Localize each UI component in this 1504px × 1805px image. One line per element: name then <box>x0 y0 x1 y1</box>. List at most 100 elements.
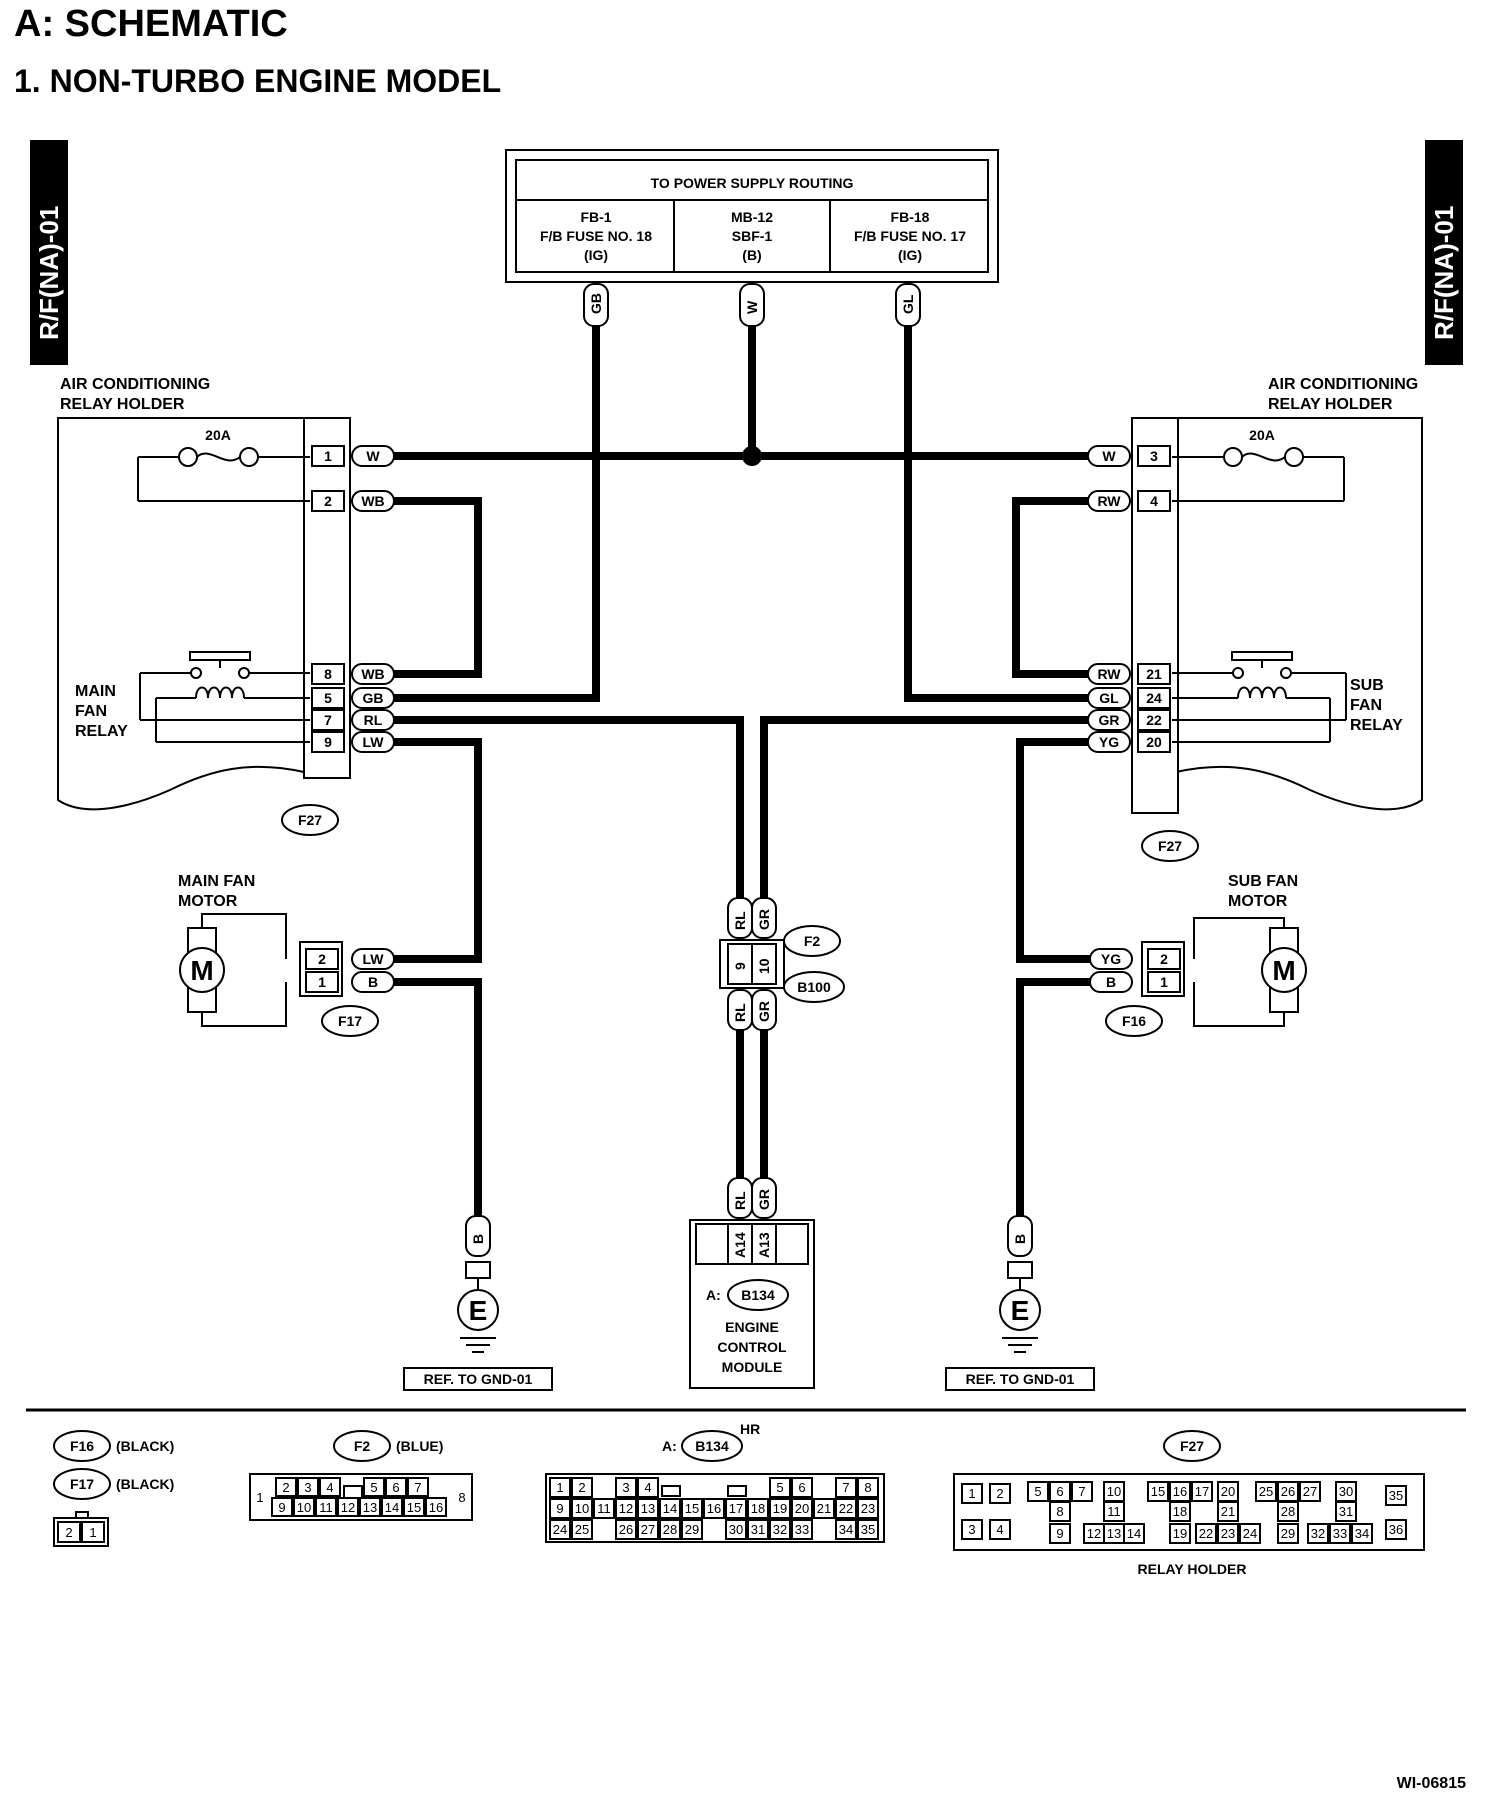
sub-motor-title1: SUB FAN <box>1228 873 1298 890</box>
legend-f27-cell: 33 <box>1333 1526 1347 1541</box>
legend-f27-cell: 32 <box>1311 1526 1325 1541</box>
sub-motor-pin: 2 <box>1160 951 1168 967</box>
wire-label-gb: GB <box>588 293 604 314</box>
legend-b134-cell: 21 <box>817 1501 831 1516</box>
legend-f27-cell: 12 <box>1087 1526 1101 1541</box>
left-holder-pin: 1 <box>324 448 332 464</box>
legend-f16-name: F16 <box>70 1438 94 1454</box>
legend-f2-color: (BLUE) <box>396 1438 443 1454</box>
ecm-pin-a13: A13 <box>756 1232 772 1258</box>
main-fan-motor: MAIN FAN MOTOR M F17 <box>178 873 379 1037</box>
legend-b134-cell: 20 <box>795 1501 809 1516</box>
ground-right-symbol: E <box>1011 1295 1030 1326</box>
legend-b134-cell: 17 <box>729 1501 743 1516</box>
legend-f27-cell: 27 <box>1303 1484 1317 1499</box>
right-holder-wire-label: W <box>1102 448 1116 464</box>
legend-f2-cell: 2 <box>282 1480 289 1495</box>
left-holder-wire-label: LW <box>363 734 385 750</box>
sub-relay-l2: FAN <box>1350 697 1382 714</box>
legend-f2-cell: 15 <box>407 1500 421 1515</box>
left-holder-pin: 7 <box>324 712 332 728</box>
legend-f27-cell: 29 <box>1281 1526 1295 1541</box>
side-tag-left: R/F(NA)-01 <box>30 140 68 365</box>
legend-b134-cell: 1 <box>556 1480 563 1495</box>
legend-b134-cell: 35 <box>861 1522 875 1537</box>
ground-left-symbol: E <box>469 1295 488 1326</box>
power-col2-l3: (B) <box>742 247 761 263</box>
center-lower-rl: RL <box>732 1003 748 1022</box>
main-motor-symbol: M <box>190 955 213 986</box>
legend-b134-cell: 5 <box>776 1480 783 1495</box>
sub-fan-motor: SUB FAN MOTOR M F16 <box>1105 873 1307 1037</box>
legend-f27-cell: 21 <box>1221 1504 1235 1519</box>
legend-f27-cell: 16 <box>1173 1484 1187 1499</box>
legend-b134-cell: 4 <box>644 1480 651 1495</box>
legend-f27-cell: 7 <box>1078 1484 1085 1499</box>
left-holder-wire-label: WB <box>361 666 384 682</box>
legend-b134-cell: 29 <box>685 1522 699 1537</box>
legend-f27-cell: 10 <box>1107 1484 1121 1499</box>
right-fuse-label: 20A <box>1249 427 1275 443</box>
legend-f27-cell: 20 <box>1221 1484 1235 1499</box>
legend-f16-color: (BLACK) <box>116 1438 174 1454</box>
right-holder-pin: 22 <box>1146 712 1162 728</box>
right-holder-pin: 4 <box>1150 493 1158 509</box>
ecm-pin-a14: A14 <box>732 1232 748 1258</box>
sub-motor-symbol: M <box>1272 955 1295 986</box>
legend-f27-cell: 13 <box>1107 1526 1121 1541</box>
legend-f2-cell: 6 <box>392 1480 399 1495</box>
legend-f2-cell: 11 <box>319 1500 333 1515</box>
main-motor-title2: MOTOR <box>178 893 238 910</box>
legend-b134-cell: 27 <box>641 1522 655 1537</box>
wire-label-gl: GL <box>900 294 916 314</box>
power-col1-l2: F/B FUSE NO. 18 <box>540 228 652 244</box>
sub-motor-wire-label: B <box>1106 974 1116 990</box>
left-holder-wire-label: RL <box>364 712 383 728</box>
left-holder-title2: RELAY HOLDER <box>60 396 185 413</box>
page-title: A: SCHEMATIC <box>14 3 288 45</box>
legend-f27-cell: 34 <box>1355 1526 1369 1541</box>
legend-f27-cell: 25 <box>1259 1484 1273 1499</box>
power-col3-l2: F/B FUSE NO. 17 <box>854 228 966 244</box>
center-pin-10: 10 <box>756 958 772 974</box>
legend-f17-color: (BLACK) <box>116 1476 174 1492</box>
legend-f27-cell: 31 <box>1339 1504 1353 1519</box>
right-holder-wire-label: GL <box>1099 690 1119 706</box>
legend-b134-cell: 2 <box>578 1480 585 1495</box>
sub-relay-l1: SUB <box>1350 677 1384 694</box>
legend-f27-caption: RELAY HOLDER <box>1138 1561 1247 1577</box>
legend-b134-cell: 33 <box>795 1522 809 1537</box>
left-holder-pin: 2 <box>324 493 332 509</box>
legend-f27-cell: 5 <box>1034 1484 1041 1499</box>
legend-b134: A: B134 HR <box>545 1421 885 1543</box>
legend-f27-cell: 17 <box>1195 1484 1209 1499</box>
sub-relay-l3: RELAY <box>1350 717 1403 734</box>
legend-f27-cell: 35 <box>1389 1488 1403 1503</box>
legend-f27-cell: 28 <box>1281 1504 1295 1519</box>
side-tag-left-text: R/F(NA)-01 <box>34 206 64 340</box>
ground-left-wire: B <box>470 1234 486 1244</box>
legend-b134-name: B134 <box>695 1438 729 1454</box>
sub-motor-connector: F16 <box>1122 1013 1146 1029</box>
power-supply-box: TO POWER SUPPLY ROUTING FB-1 F/B FUSE NO… <box>505 149 999 283</box>
side-tag-right-text: R/F(NA)-01 <box>1429 206 1459 340</box>
legend-f2-cell: 9 <box>278 1500 285 1515</box>
legend-f27-cell: 18 <box>1173 1504 1187 1519</box>
center-upper-gr: GR <box>756 909 772 930</box>
right-holder-pin: 3 <box>1150 448 1158 464</box>
power-wire-labels: GB W GL <box>583 283 921 327</box>
legend-f16-cell-2: 1 <box>89 1525 96 1540</box>
main-motor-pin: 1 <box>318 974 326 990</box>
legend-f2-side-1: 1 <box>256 1490 263 1505</box>
legend-f2-cell: 7 <box>414 1480 421 1495</box>
left-holder-pin: 5 <box>324 690 332 706</box>
legend-b134-cell: 9 <box>556 1501 563 1516</box>
legend-f27-cell: 11 <box>1107 1504 1121 1519</box>
right-holder-pin: 20 <box>1146 734 1162 750</box>
